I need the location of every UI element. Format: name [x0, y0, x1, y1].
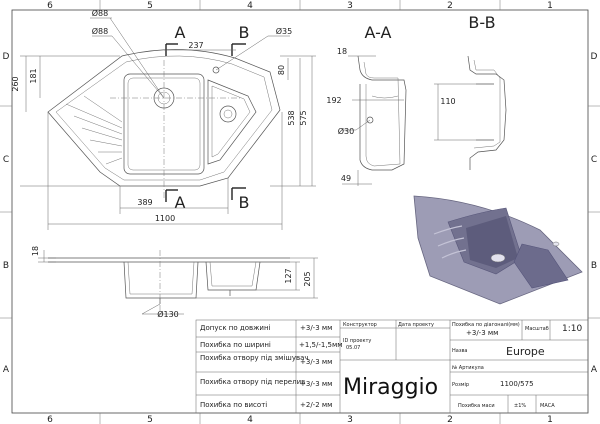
dim-aa-192: 192 [326, 96, 341, 105]
dim-front-d130: Ø130 [157, 309, 179, 319]
tol-row-5-value: +2/-2 мм [300, 401, 332, 409]
front-view-sink: 18 127 205 Ø130 [31, 246, 318, 319]
grid-row-right-c: C [591, 155, 597, 165]
project-id-value: 05.07 [346, 345, 360, 351]
secondary-drain-icon [219, 105, 237, 123]
dim-bb-110: 110 [440, 97, 455, 106]
mass-label: МАСА [540, 403, 555, 409]
grid-col-bottom-2: 2 [447, 415, 453, 424]
grid-col-top-2: 2 [447, 1, 453, 11]
dim-aa-49: 49 [341, 174, 351, 183]
grid-row-left-b: B [3, 261, 9, 271]
section-bb-view: B-B 110 [434, 13, 507, 170]
brand-logo: Miraggio [343, 375, 438, 400]
title-block: Допуск по довжині +3/-3 мм Похибка по ши… [195, 319, 589, 414]
tol-row-3-label: Похибка отвору під змішувач [200, 354, 309, 362]
name-label: Назва [452, 348, 468, 354]
dim-aa-d30: Ø30 [338, 126, 354, 136]
section-bb-title: B-B [468, 13, 495, 32]
scale-label: Масштаб [525, 326, 549, 332]
diag-tol-value: +3/-3 мм [466, 329, 498, 337]
article-label: № Артикула [452, 365, 484, 371]
tol-row-3-label-group: Похибка отвору під змішувач [200, 354, 309, 362]
dim-237: 237 [188, 41, 203, 50]
diag-tol-label: Похибка по діагоналі(мм) [452, 322, 520, 328]
tol-row-1-value: +3/-3 мм [300, 324, 332, 332]
grid-row-labels-right: D C B A [591, 52, 598, 375]
dim-575: 575 [299, 110, 308, 125]
dim-front-18: 18 [31, 246, 40, 256]
project-id-label: ID проекту [343, 338, 371, 344]
dim-aa-18: 18 [337, 47, 347, 56]
tol-row-3-value: +3/-3 мм [300, 358, 332, 366]
grid-column-labels-top: 6 5 4 3 2 1 [47, 1, 553, 11]
tol-row-2-label: Похибка по ширині [200, 341, 271, 349]
tol-row-5-label: Похибка по висоті [200, 401, 267, 409]
grid-row-left-a: A [3, 365, 10, 375]
dim-front-127: 127 [284, 268, 293, 283]
top-view-sink [47, 49, 281, 200]
grid-col-bottom-1: 1 [547, 415, 553, 424]
grid-column-labels-bottom: 6 5 4 3 2 1 [47, 415, 553, 424]
scale-value: 1:10 [562, 324, 582, 334]
dim-1100: 1100 [155, 214, 175, 223]
tol-row-1-label: Допуск по довжині [200, 324, 271, 332]
grid-col-bottom-6: 6 [47, 415, 53, 424]
grid-row-right-a: A [591, 365, 598, 375]
dim-389: 389 [137, 198, 152, 207]
grid-col-bottom-4: 4 [247, 415, 253, 424]
section-aa-view: A-A 18 192 Ø30 49 [326, 23, 407, 186]
dim-181: 181 [29, 68, 38, 83]
tol-row-4-label: Похибка отвору під перелив [200, 378, 305, 386]
tap-hole-icon [212, 66, 220, 74]
mass-tol-label: Похибка маси [458, 403, 495, 409]
sink-3d-render [413, 195, 583, 305]
tol-row-4-value: +3/-3 мм [300, 380, 332, 388]
constructor-label: Конструктор [343, 322, 377, 328]
grid-col-top-4: 4 [247, 1, 253, 11]
grid-col-top-1: 1 [547, 1, 553, 11]
mass-tol-value: ±1% [514, 403, 526, 409]
grid-row-left-d: D [3, 52, 10, 62]
dim-d35: Ø35 [276, 26, 292, 36]
grid-col-top-3: 3 [347, 1, 353, 11]
grid-col-bottom-3: 3 [347, 415, 353, 424]
grid-col-top-6: 6 [47, 1, 53, 11]
design-date-label: Дата проекту [398, 322, 434, 328]
drainboard-grooves [65, 95, 123, 165]
section-label-b-top: B [239, 23, 250, 42]
dim-538: 538 [287, 110, 296, 125]
size-value: 1100/575 [500, 380, 534, 388]
section-marks: A A B B [165, 23, 250, 212]
dim-80: 80 [277, 65, 286, 75]
dim-d88-top: Ø88 [92, 8, 108, 18]
section-aa-title: A-A [365, 23, 392, 42]
top-view-dimensions: 1100 389 237 260 181 538 575 80 Ø88 Ø88 … [11, 8, 316, 230]
render-tap-hole-icon [552, 241, 560, 247]
size-label: Розмір [452, 382, 469, 388]
section-label-a-bottom: A [175, 193, 186, 212]
section-label-b-bottom: B [239, 193, 250, 212]
name-value: Europe [506, 345, 545, 358]
dim-260: 260 [11, 76, 20, 91]
grid-row-left-c: C [3, 155, 9, 165]
grid-row-right-d: D [591, 52, 598, 62]
tol-row-2-value: +1,5/-1,5мм [299, 341, 343, 349]
grid-row-labels-left: D C B A [3, 52, 10, 375]
svg-text:Похибка отвору під змішувач: Похибка отвору під змішувач [200, 354, 309, 362]
section-label-a-top: A [175, 23, 186, 42]
dim-d88-bottom: Ø88 [92, 26, 108, 36]
grid-col-top-5: 5 [147, 1, 153, 11]
render-drain-icon [490, 253, 506, 263]
grid-col-bottom-5: 5 [147, 415, 153, 424]
dim-front-205: 205 [303, 271, 312, 286]
grid-row-right-b: B [591, 261, 597, 271]
